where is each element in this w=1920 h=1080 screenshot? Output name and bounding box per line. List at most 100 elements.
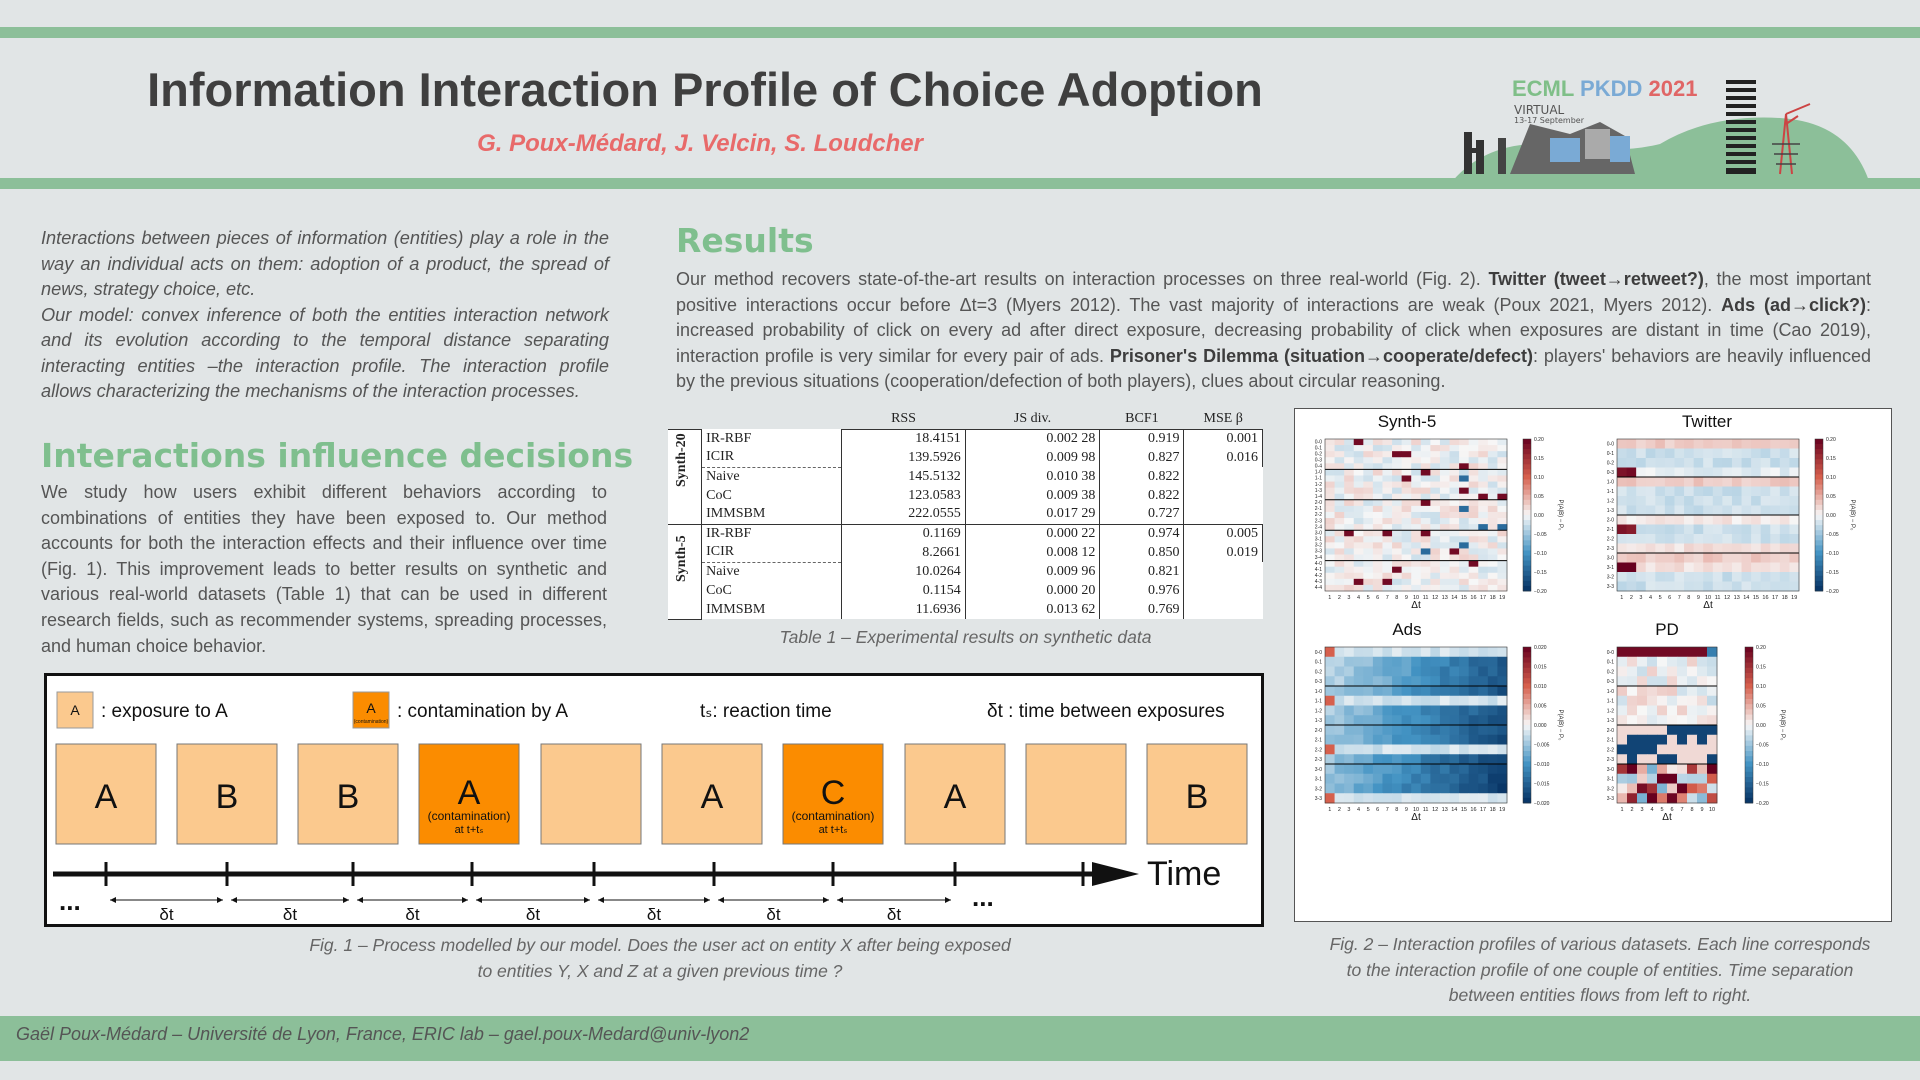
colorbar-segment <box>1523 662 1531 669</box>
heatmap-cell <box>1439 475 1450 482</box>
colorbar-segment <box>1523 678 1531 684</box>
heatmap-cell <box>1372 463 1383 470</box>
heatmap-cell <box>1478 463 1489 470</box>
heatmap-col-label: 7 <box>1680 807 1683 813</box>
heatmap-cell <box>1703 524 1714 535</box>
heatmap-col-label: 2 <box>1338 595 1341 601</box>
heatmap-cell <box>1363 518 1374 525</box>
heatmap-cell <box>1392 554 1403 561</box>
heatmap-col-label: 16 <box>1762 595 1768 601</box>
heatmap-cell <box>1487 524 1498 531</box>
table-cell: 0.005 <box>1183 523 1263 543</box>
heatmap-cell <box>1657 686 1668 697</box>
heatmap-cell <box>1751 439 1762 449</box>
heatmap-cell <box>1636 505 1647 516</box>
heatmap-row-label: 2-1 <box>1315 738 1322 744</box>
heatmap-cell <box>1439 676 1450 687</box>
heatmap-cell <box>1325 686 1335 697</box>
heatmap-cell <box>1664 458 1675 468</box>
heatmap-cell <box>1459 487 1470 495</box>
heatmap-cell <box>1449 493 1460 501</box>
heatmap-cell <box>1497 469 1508 476</box>
table-header: JS div. <box>965 410 1100 430</box>
heatmap-cell <box>1677 676 1688 687</box>
heatmap-cell <box>1657 725 1668 736</box>
heatmap-cell <box>1636 534 1647 544</box>
heatmap-cell <box>1372 578 1383 586</box>
heatmap-cell <box>1363 445 1374 452</box>
heatmap-cell <box>1617 705 1628 716</box>
heatmap-cell <box>1325 530 1335 537</box>
heatmap-cell <box>1439 542 1450 549</box>
heatmap-cell <box>1667 783 1678 794</box>
heatmap-cell <box>1363 686 1374 697</box>
heatmap-cell <box>1459 536 1470 543</box>
heatmap-cell <box>1789 486 1800 497</box>
colorbar-segment <box>1523 474 1531 480</box>
colorbar-tick: 0.10 <box>1756 684 1766 690</box>
heatmap-cell <box>1372 445 1383 452</box>
heatmap-cell <box>1487 572 1498 580</box>
heatmap-cell <box>1770 553 1781 563</box>
heatmap-cell <box>1741 477 1752 487</box>
heatmap-row-label: 0-0 <box>1315 650 1322 656</box>
heatmap-cell <box>1382 457 1393 464</box>
heatmap-cell <box>1684 572 1695 582</box>
heatmap-cell <box>1325 783 1335 794</box>
heatmap-cell <box>1344 554 1355 561</box>
heatmap-cell <box>1497 463 1508 470</box>
heatmap-cell <box>1353 566 1364 574</box>
heatmap-cell <box>1647 734 1658 745</box>
heatmap-cell <box>1741 562 1752 573</box>
heatmap-cell <box>1459 584 1470 592</box>
heatmap-cell <box>1627 783 1638 794</box>
heatmap-row-label: 2-3 <box>1315 757 1322 763</box>
heatmap-cell <box>1392 584 1403 592</box>
heatmap-cell <box>1478 566 1489 574</box>
heatmap-cell <box>1626 448 1637 459</box>
heatmap-col-label: 9 <box>1697 595 1700 601</box>
heatmap-cell <box>1334 499 1345 507</box>
heatmap-cell <box>1779 486 1790 497</box>
table-cell: 0.919 <box>1099 429 1185 448</box>
heatmap-cell <box>1626 439 1637 449</box>
heatmap-cell <box>1722 486 1733 497</box>
heatmap-cell <box>1760 439 1771 449</box>
heatmap-cell <box>1401 793 1412 804</box>
heatmap-cell <box>1459 715 1470 726</box>
colorbar-segment <box>1523 489 1531 496</box>
colorbar-segment <box>1745 693 1753 700</box>
heatmap-cell <box>1626 505 1637 516</box>
heatmap-panel: Synth-50-00-10-20-30-41-01-11-21-31-42-0… <box>1315 412 1563 611</box>
heatmap-cell <box>1439 560 1450 568</box>
heatmap-cell <box>1420 463 1431 470</box>
heatmap-cell <box>1439 584 1450 592</box>
heatmap-cell <box>1401 481 1412 489</box>
heatmap-cell <box>1674 505 1685 516</box>
heatmap-cell <box>1392 524 1403 531</box>
heatmap-cell <box>1430 725 1441 736</box>
heatmap-cell <box>1703 496 1714 506</box>
colorbar-segment <box>1815 530 1823 536</box>
heatmap-cell <box>1334 715 1345 726</box>
heatmap-cell <box>1478 469 1489 476</box>
heatmap-cell <box>1334 505 1345 513</box>
heatmap-cell <box>1677 656 1688 667</box>
heatmap-cell <box>1789 553 1800 563</box>
heatmap-cell <box>1325 695 1335 706</box>
heatmap-row-label: 2-3 <box>1607 757 1614 763</box>
colorbar-segment <box>1523 688 1531 695</box>
heatmap-cell <box>1627 705 1638 716</box>
heatmap-cell <box>1430 715 1441 726</box>
heatmap-cell <box>1372 511 1383 519</box>
heatmap-cell <box>1382 524 1393 531</box>
heatmap-cell <box>1687 666 1698 677</box>
heatmap-cell <box>1497 793 1508 804</box>
heatmap-cell <box>1382 754 1393 765</box>
heatmap-cell <box>1449 530 1460 537</box>
table-cell: 10.0264 <box>841 562 966 581</box>
heatmap-cell <box>1344 695 1355 706</box>
heatmap-cell <box>1334 518 1345 525</box>
heatmap-cell <box>1497 705 1508 716</box>
heatmap-cell <box>1420 554 1431 561</box>
